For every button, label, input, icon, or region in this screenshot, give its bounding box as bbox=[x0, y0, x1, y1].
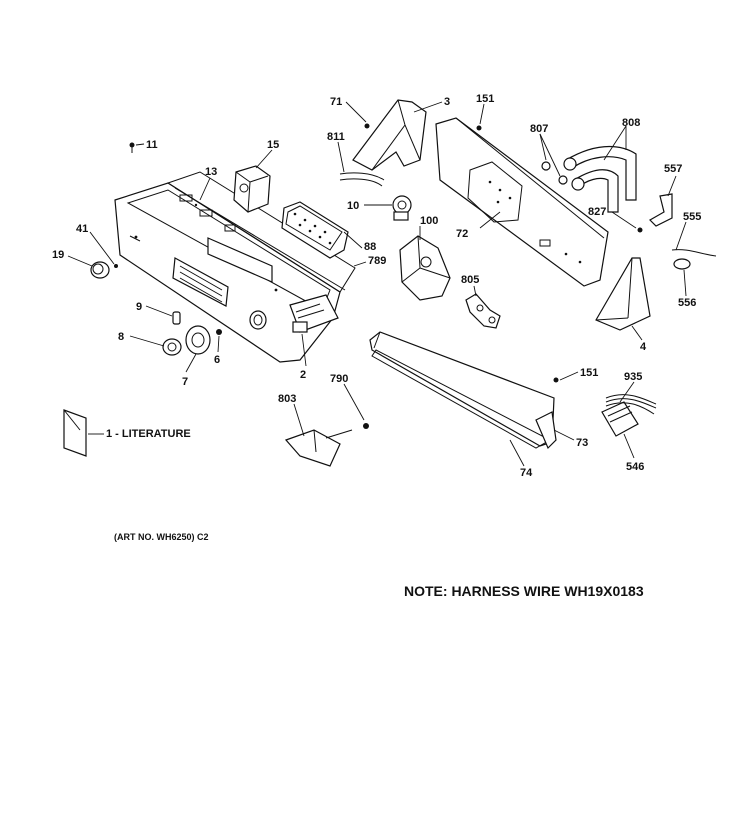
screw-part bbox=[364, 123, 370, 129]
part-label-9: 9 bbox=[136, 301, 142, 313]
inlet-hoses-part bbox=[563, 146, 637, 213]
art-number: (ART NO. WH6250) C2 bbox=[114, 532, 209, 542]
part-label-546: 546 bbox=[626, 461, 644, 473]
leader-lines bbox=[67, 101, 687, 467]
part-label-71: 71 bbox=[330, 96, 342, 108]
literature-icon bbox=[63, 409, 87, 457]
part-label-789: 789 bbox=[368, 255, 386, 267]
sensor-parts bbox=[637, 193, 717, 270]
control-panel-part bbox=[114, 182, 341, 363]
part-label-72: 72 bbox=[456, 228, 468, 240]
bracket-part bbox=[352, 99, 427, 171]
part-label-74: 74 bbox=[520, 467, 533, 479]
harness-note: NOTE: HARNESS WIRE WH19X0183 bbox=[404, 583, 644, 599]
part-label-88: 88 bbox=[364, 241, 376, 253]
part-label-827: 827 bbox=[588, 206, 606, 218]
part-label-555: 555 bbox=[683, 211, 701, 223]
bottom-rail-part bbox=[369, 331, 557, 450]
part-labels: 71 3 151 808 807 811 11 15 13 10 100 72 … bbox=[52, 93, 701, 479]
knob-part bbox=[90, 261, 118, 279]
part-label-11: 11 bbox=[146, 139, 158, 151]
screw-part bbox=[476, 125, 482, 131]
part-label-4: 4 bbox=[640, 341, 647, 353]
screw-part bbox=[553, 377, 559, 383]
control-panel-backplate bbox=[166, 171, 356, 293]
control-board-part bbox=[281, 201, 349, 259]
part-label-803: 803 bbox=[278, 393, 296, 405]
back-panel-part bbox=[435, 117, 609, 287]
literature-label: 1 - LITERATURE bbox=[106, 428, 191, 440]
part-label-557: 557 bbox=[664, 163, 682, 175]
part-label-556: 556 bbox=[678, 297, 696, 309]
hose-part bbox=[339, 178, 383, 187]
motor-assembly-part bbox=[399, 235, 451, 301]
knob-assembly-parts bbox=[162, 311, 222, 356]
part-label-8: 8 bbox=[118, 331, 124, 343]
side-bracket-part bbox=[595, 257, 651, 331]
part-label-73: 73 bbox=[576, 437, 588, 449]
part-label-10: 10 bbox=[347, 200, 359, 212]
part-label-13: 13 bbox=[205, 166, 217, 178]
switch-part bbox=[392, 195, 412, 221]
part-label-151-lower: 151 bbox=[580, 367, 598, 379]
part-label-15: 15 bbox=[267, 139, 279, 151]
part-label-19: 19 bbox=[52, 249, 64, 261]
part-label-808: 808 bbox=[622, 117, 640, 129]
part-label-935: 935 bbox=[624, 371, 642, 383]
part-label-811: 811 bbox=[327, 131, 345, 143]
part-label-2: 2 bbox=[300, 369, 306, 381]
hose-part bbox=[339, 172, 385, 181]
valve-parts bbox=[541, 161, 568, 185]
part-label-3: 3 bbox=[444, 96, 450, 108]
switch-board-part bbox=[289, 294, 339, 333]
lower-bracket-part bbox=[284, 423, 369, 467]
screw-part bbox=[129, 142, 135, 153]
coupling-part bbox=[465, 293, 501, 329]
part-label-790: 790 bbox=[330, 373, 348, 385]
timer-knob-box-part bbox=[233, 165, 271, 213]
part-label-41: 41 bbox=[76, 223, 88, 235]
part-label-807: 807 bbox=[530, 123, 548, 135]
part-label-7: 7 bbox=[182, 376, 188, 388]
part-label-151: 151 bbox=[476, 93, 494, 105]
part-label-100: 100 bbox=[420, 215, 438, 227]
wire-harness-part bbox=[601, 394, 657, 437]
part-label-805: 805 bbox=[461, 274, 479, 286]
part-label-6: 6 bbox=[214, 354, 220, 366]
